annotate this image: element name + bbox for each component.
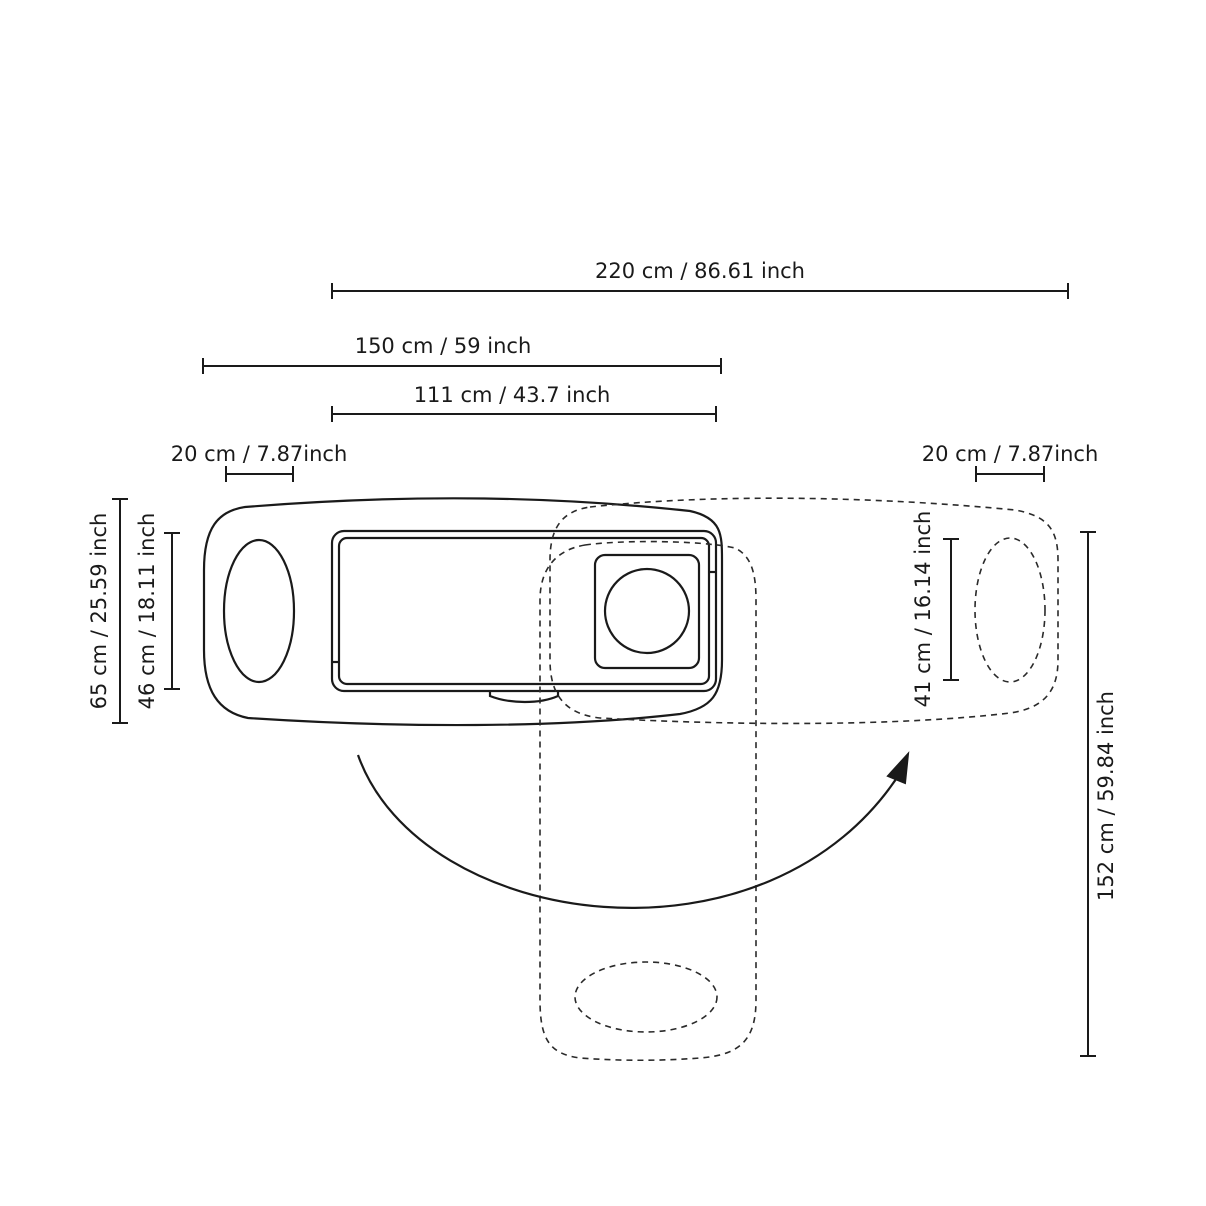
left-handle-width-label: 20 cm / 7.87inch (171, 442, 348, 466)
dim-left-handle-height: 46 cm / 18.11 inch (135, 513, 180, 710)
bowl-circle (603, 567, 691, 655)
dim-rotated-length: 152 cm / 59.84 inch (1080, 531, 1118, 1057)
table-solid-outline (202, 497, 724, 727)
dim-table-length: 150 cm / 59 inch (202, 334, 722, 374)
tray-length-label: 111 cm / 43.7 inch (414, 383, 611, 407)
left-handle-height-label: 46 cm / 18.11 inch (135, 513, 159, 710)
bowl-square (593, 553, 701, 670)
arrow-head-icon (886, 751, 910, 785)
tray-handle (488, 692, 560, 704)
dim-left-handle-width: 20 cm / 7.87inch (171, 442, 348, 482)
dim-right-handle-width: 20 cm / 7.87inch (922, 442, 1099, 482)
right-handle-hole (974, 537, 1046, 683)
tray-outer (330, 529, 718, 693)
table-dashed-right (549, 497, 1059, 725)
dim-overall-span: 220 cm / 86.61 inch (331, 259, 1069, 299)
dim-table-depth: 65 cm / 25.59 inch (87, 498, 128, 724)
right-handle-height-label: 41 cm / 16.14 inch (911, 511, 935, 708)
table-length-label: 150 cm / 59 inch (355, 334, 532, 358)
table-dashed-down (539, 540, 757, 1062)
dim-tray-length: 111 cm / 43.7 inch (331, 383, 717, 422)
left-handle-hole (222, 538, 296, 684)
right-handle-width-label: 20 cm / 7.87inch (922, 442, 1099, 466)
rotation-arrow (356, 751, 910, 909)
dim-right-handle-height: 41 cm / 16.14 inch (911, 511, 959, 708)
tray-inner (337, 536, 711, 686)
bottom-handle-hole (574, 961, 718, 1033)
rotated-length-label: 152 cm / 59.84 inch (1094, 691, 1118, 901)
table-depth-label: 65 cm / 25.59 inch (87, 513, 111, 710)
overall-span-label: 220 cm / 86.61 inch (595, 259, 805, 283)
